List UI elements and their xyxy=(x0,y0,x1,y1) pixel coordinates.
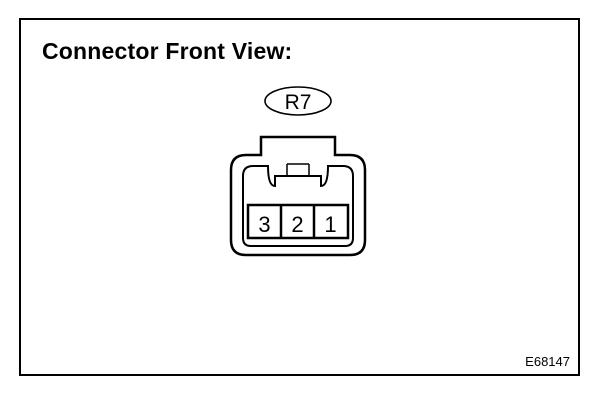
connector-id-oval xyxy=(264,86,332,116)
figure-code: E68147 xyxy=(525,354,570,369)
connector-id-label: R7 xyxy=(285,91,312,114)
terminal-label: 2 xyxy=(291,212,303,237)
diagram-frame xyxy=(19,18,580,376)
terminal-block xyxy=(246,203,350,240)
terminal-label: 3 xyxy=(258,212,270,237)
diagram-title: Connector Front View: xyxy=(42,38,293,64)
connector-housing-inner xyxy=(242,165,354,247)
connector-housing-outer xyxy=(229,135,367,257)
terminal-label: 1 xyxy=(324,212,336,237)
